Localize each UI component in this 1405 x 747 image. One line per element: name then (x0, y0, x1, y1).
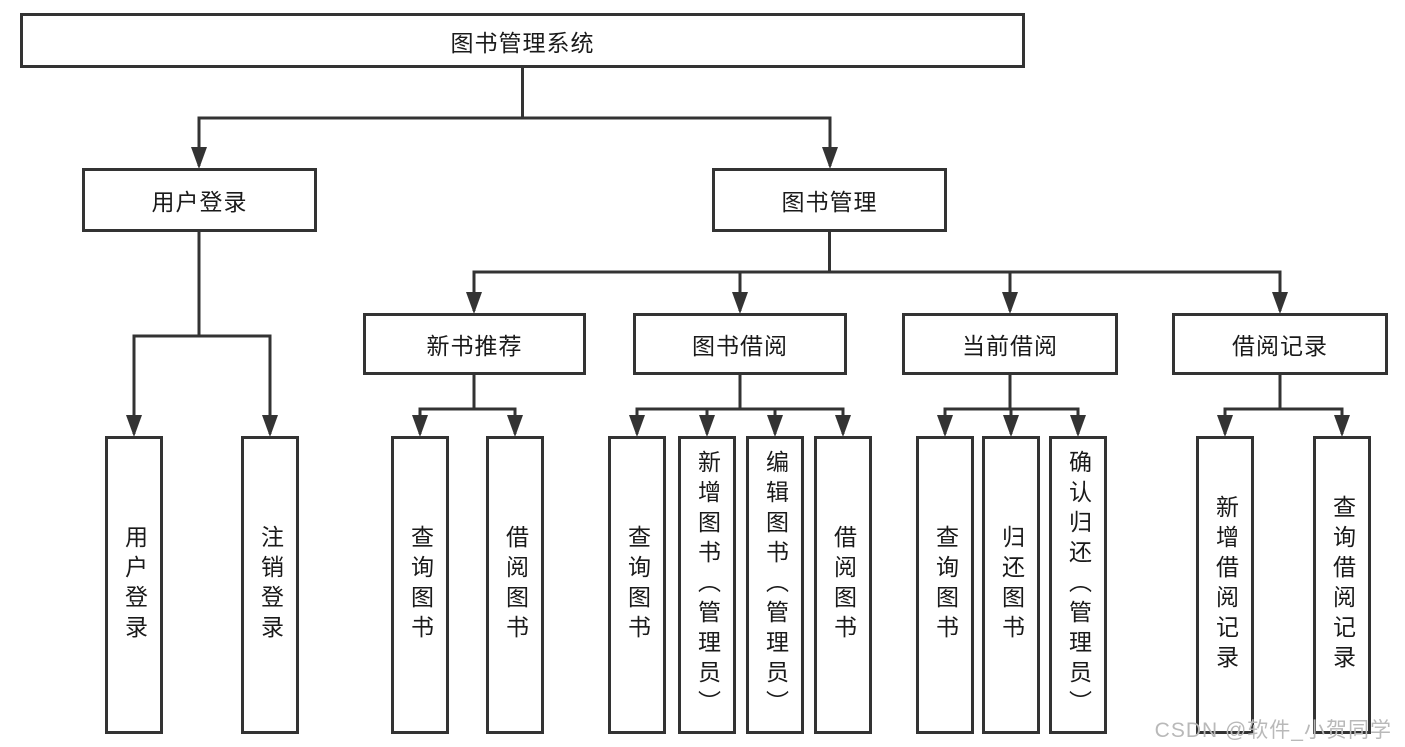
leaf-return-books-label: 归还图书 (998, 525, 1025, 645)
node-new-book-recommend: 新书推荐 (363, 313, 586, 375)
leaf-query-books-current-label: 查询图书 (932, 525, 959, 645)
node-book-borrow-label: 图书借阅 (692, 333, 788, 359)
leaf-user-login-label: 用户登录 (121, 525, 148, 645)
node-root: 图书管理系统 (20, 13, 1025, 68)
leaf-add-books-admin-label: 新增图书（管理员） (694, 450, 721, 720)
leaf-add-borrow-record-label: 新增借阅记录 (1212, 495, 1239, 675)
watermark: CSDN @软件_小贺同学 (1154, 719, 1392, 742)
leaf-borrow-books-label: 借阅图书 (830, 525, 857, 645)
leaf-confirm-return-admin-label: 确认归还（管理员） (1065, 450, 1092, 720)
node-borrow-records-label: 借阅记录 (1232, 333, 1328, 359)
arrowheads (126, 147, 1350, 437)
leaf-user-login: 用户登录 (105, 436, 163, 734)
node-book-management: 图书管理 (712, 168, 947, 232)
leaf-borrow-books-newrec-label: 借阅图书 (502, 525, 529, 645)
leaf-edit-books-admin-label: 编辑图书（管理员） (762, 450, 789, 720)
leaf-query-books-borrow: 查询图书 (608, 436, 666, 734)
leaf-logout-label: 注销登录 (257, 525, 284, 645)
leaf-query-borrow-record: 查询借阅记录 (1313, 436, 1371, 734)
leaf-query-borrow-record-label: 查询借阅记录 (1329, 495, 1356, 675)
leaf-query-books-newrec-label: 查询图书 (407, 525, 434, 645)
node-borrow-records: 借阅记录 (1172, 313, 1388, 375)
node-root-label: 图书管理系统 (450, 29, 595, 56)
leaf-add-borrow-record: 新增借阅记录 (1196, 436, 1254, 734)
node-user-login-label: 用户登录 (151, 189, 248, 215)
node-new-book-recommend-label: 新书推荐 (426, 333, 523, 359)
node-current-borrow-label: 当前借阅 (962, 333, 1058, 359)
leaf-add-books-admin: 新增图书（管理员） (678, 436, 736, 734)
leaf-confirm-return-admin: 确认归还（管理员） (1049, 436, 1107, 734)
node-current-borrow: 当前借阅 (902, 313, 1118, 375)
leaf-query-books-borrow-label: 查询图书 (624, 525, 651, 645)
node-book-borrow: 图书借阅 (633, 313, 847, 375)
node-user-login: 用户登录 (82, 168, 317, 232)
leaf-borrow-books: 借阅图书 (814, 436, 872, 734)
leaf-logout: 注销登录 (241, 436, 299, 734)
leaf-query-books-newrec: 查询图书 (391, 436, 449, 734)
node-book-management-label: 图书管理 (781, 189, 878, 215)
leaf-borrow-books-newrec: 借阅图书 (486, 436, 544, 734)
leaf-query-books-current: 查询图书 (916, 436, 974, 734)
leaf-edit-books-admin: 编辑图书（管理员） (746, 436, 804, 734)
leaf-return-books: 归还图书 (982, 436, 1040, 734)
